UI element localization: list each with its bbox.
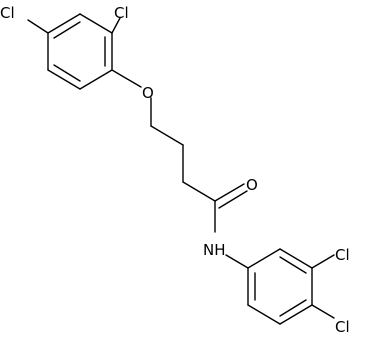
ring2-bond-5 [247, 304, 281, 325]
ring1-double-3 [53, 64, 81, 82]
ring2-double-2 [279, 299, 307, 317]
ring2-bond-2 [279, 248, 313, 269]
bond-cl-bottom-lower [311, 304, 335, 319]
bond-ring-oxygen [111, 69, 142, 88]
ring1-bond-4 [79, 69, 113, 90]
ring1-double-1 [53, 21, 81, 39]
carbonyl-bond-a [214, 183, 245, 202]
ring2-bond-4 [279, 304, 313, 325]
alkyl-chain [150, 97, 216, 202]
bond-cl-top-left [27, 19, 49, 34]
atom-cl-top-left: Cl [0, 4, 15, 22]
ring1-bond-5 [47, 69, 81, 90]
chain-bond-4 [182, 181, 216, 202]
ring2-bond-1 [247, 248, 281, 269]
ring2-double-1 [279, 256, 307, 274]
atom-oxygen-ether: O [142, 84, 154, 102]
bottom-ring [247, 248, 313, 325]
bond-cl-top-right [111, 17, 121, 34]
atom-cl-bottom-upper: Cl [335, 246, 350, 264]
top-ring [47, 13, 113, 90]
bond-cl-bottom-upper [311, 254, 335, 269]
atom-cl-top-right: Cl [114, 4, 129, 22]
ring1-bond-1 [47, 13, 81, 34]
atom-oxygen-carbonyl: O [246, 176, 258, 194]
bond-n-ring [225, 254, 249, 269]
carbonyl-bond-b [218, 190, 248, 209]
atom-nitrogen-amide: NH [203, 241, 226, 259]
ring1-bond-2 [79, 13, 113, 34]
atom-cl-bottom-lower: Cl [335, 318, 350, 336]
chain-bond-2 [150, 125, 184, 146]
